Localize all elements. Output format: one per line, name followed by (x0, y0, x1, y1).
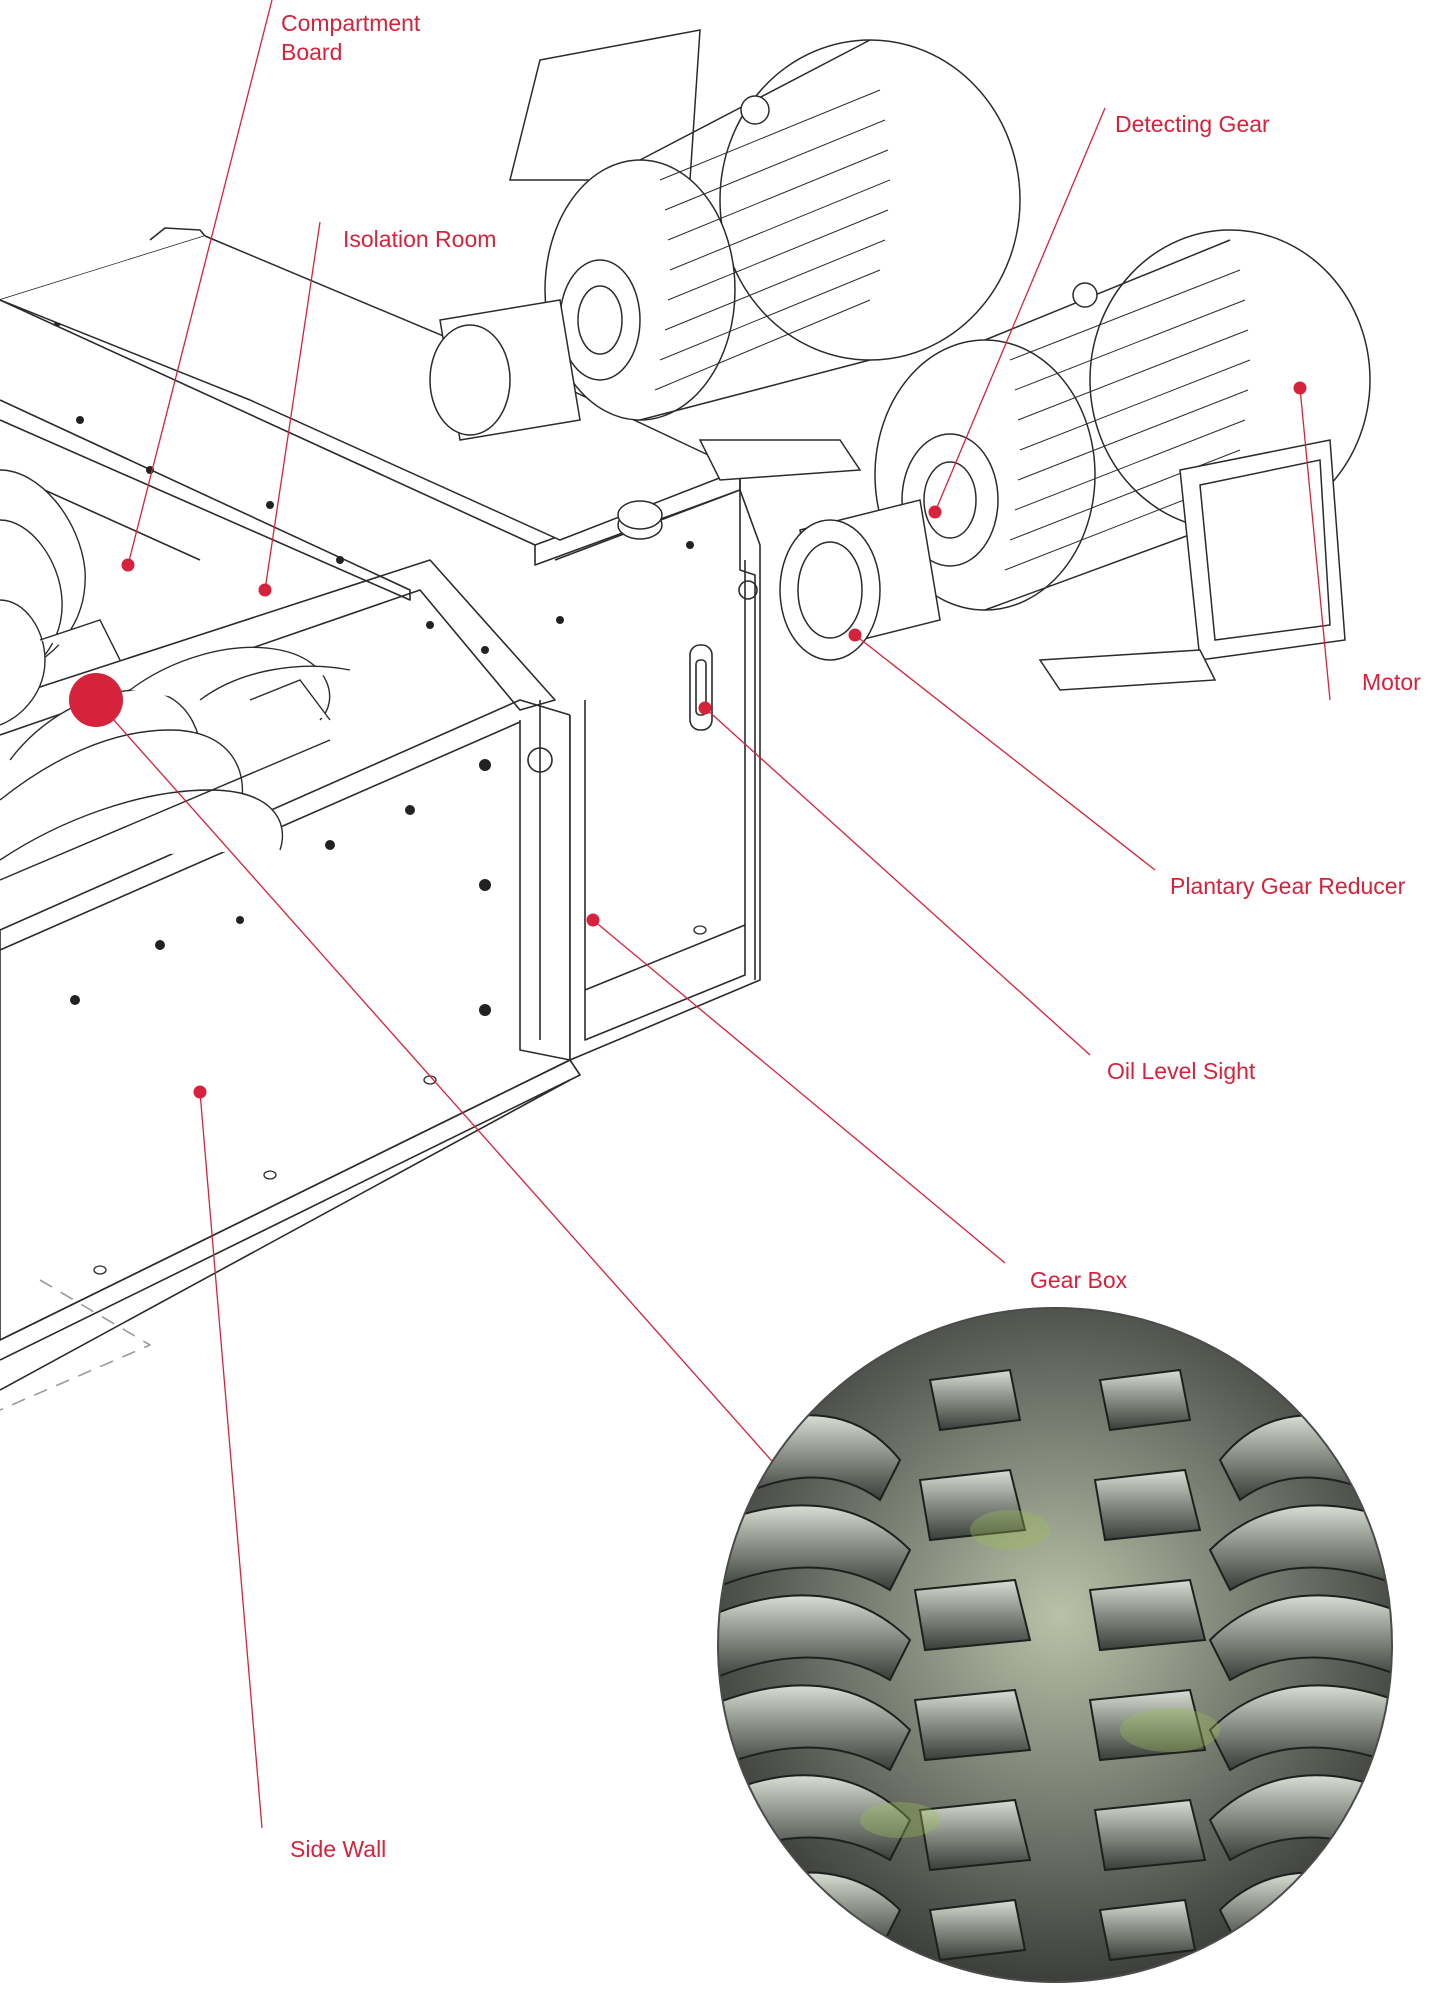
label-compartment-board: Compartment Board (281, 9, 471, 67)
motor-rear (429, 29, 1021, 481)
oil-level-sight (689, 644, 713, 731)
blade-rotors (0, 469, 351, 881)
label-gear-box: Gear Box (1030, 1267, 1128, 1293)
label-isolation-room: Isolation Room (343, 226, 497, 252)
label-compartment-board-line2: Board (281, 39, 343, 65)
cover-plate (0, 235, 742, 541)
shredder-blades-photo-icon (718, 1308, 1392, 1982)
label-planetary-gear-reducer: Plantary Gear Reducer (1170, 873, 1406, 899)
floor-holes (93, 925, 707, 1275)
label-side-wall: Side Wall (290, 1836, 387, 1862)
label-compartment-board-line1: Compartment (281, 10, 421, 36)
label-motor: Motor (1362, 669, 1421, 695)
callout-dots (69, 381, 1307, 1099)
inset-frame (717, 1307, 1393, 1983)
label-oil-level-sight: Oil Level Sight (1107, 1058, 1256, 1084)
label-detecting-gear: Detecting Gear (1115, 111, 1270, 137)
motor-front (779, 229, 1371, 691)
leader-lines (95, 0, 1331, 1829)
